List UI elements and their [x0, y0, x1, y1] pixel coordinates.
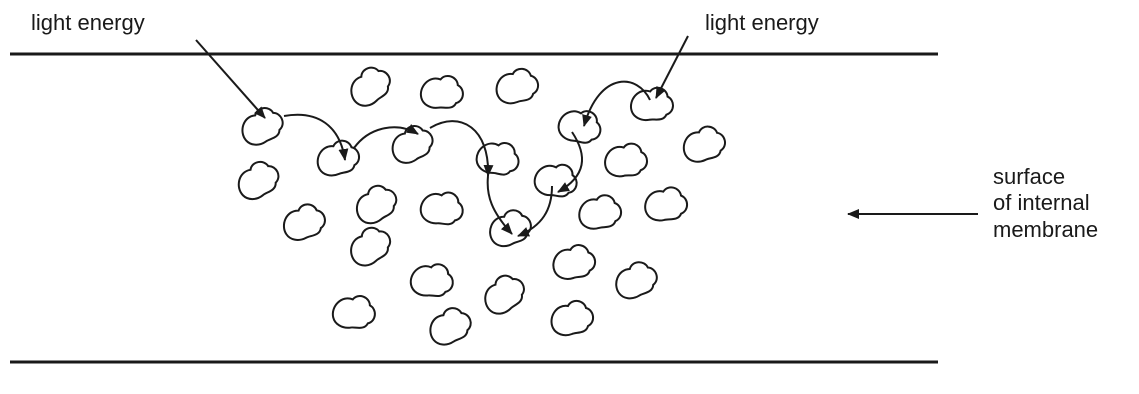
- pigment-molecule: [578, 194, 622, 231]
- pigment-molecule: [554, 102, 606, 150]
- pigment-molecule: [553, 244, 596, 280]
- transfer-arrow: [518, 186, 552, 236]
- pigment-molecule: [282, 202, 327, 241]
- light-energy-label-right: light energy: [705, 10, 819, 36]
- pigment-molecule: [603, 140, 649, 180]
- pigment-molecule: [426, 305, 474, 348]
- pigment-molecule: [682, 125, 726, 163]
- energy-transfer-path: [284, 82, 650, 236]
- surface-label-line: of internal: [993, 190, 1098, 216]
- pigment-molecule: [330, 291, 378, 334]
- pigment-molecule: [496, 69, 538, 104]
- light-arrow-left: [196, 40, 265, 118]
- pigment-molecule: [408, 258, 457, 302]
- pigment-molecule: [238, 104, 287, 147]
- pigment-molecule: [344, 62, 396, 111]
- pigment-molecule: [487, 208, 533, 248]
- light-energy-label-left: light energy: [31, 10, 145, 36]
- light-arrow-right: [656, 36, 688, 98]
- pigment-molecule: [613, 259, 660, 301]
- pigment-molecule: [388, 122, 437, 166]
- transfer-arrow: [354, 127, 418, 148]
- transfer-arrow: [284, 115, 345, 160]
- surface-label: surface of internal membrane: [993, 164, 1098, 243]
- pigment-molecule: [473, 135, 524, 182]
- surface-label-line: surface: [993, 164, 1098, 190]
- pigment-molecule: [478, 270, 530, 318]
- pigment-molecule: [418, 71, 466, 113]
- pigment-molecules: [233, 62, 726, 348]
- pigment-molecule: [317, 140, 360, 176]
- surface-label-line: membrane: [993, 217, 1098, 243]
- pigment-molecule: [233, 157, 283, 202]
- pigment-molecule: [629, 84, 676, 125]
- pigment-molecule: [644, 185, 689, 223]
- pigment-molecule: [417, 186, 467, 231]
- pigment-molecule: [345, 222, 396, 269]
- pigment-molecule: [351, 181, 402, 227]
- pigment-molecule: [551, 301, 593, 335]
